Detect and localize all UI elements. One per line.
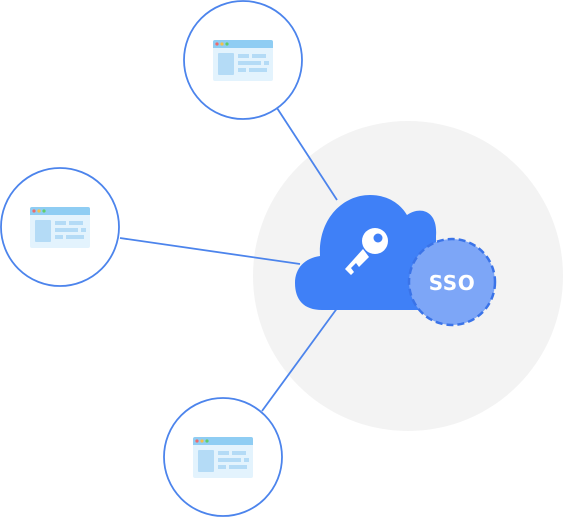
key-icon: [345, 228, 388, 275]
cloud-key-icon: [295, 195, 437, 310]
connector-bottom: [261, 306, 339, 412]
browser-window-icon: [213, 40, 273, 81]
client-node-bottom[interactable]: [163, 397, 283, 517]
sso-badge: SSO: [407, 237, 497, 327]
client-node-left[interactable]: [0, 167, 120, 287]
browser-window-icon: [193, 437, 253, 478]
connectors: [119, 107, 339, 412]
browser-window-icon: [30, 207, 90, 248]
sso-label: SSO: [429, 271, 475, 295]
connector-top: [276, 107, 338, 201]
connector-left: [119, 237, 301, 265]
client-node-top[interactable]: [183, 0, 303, 120]
